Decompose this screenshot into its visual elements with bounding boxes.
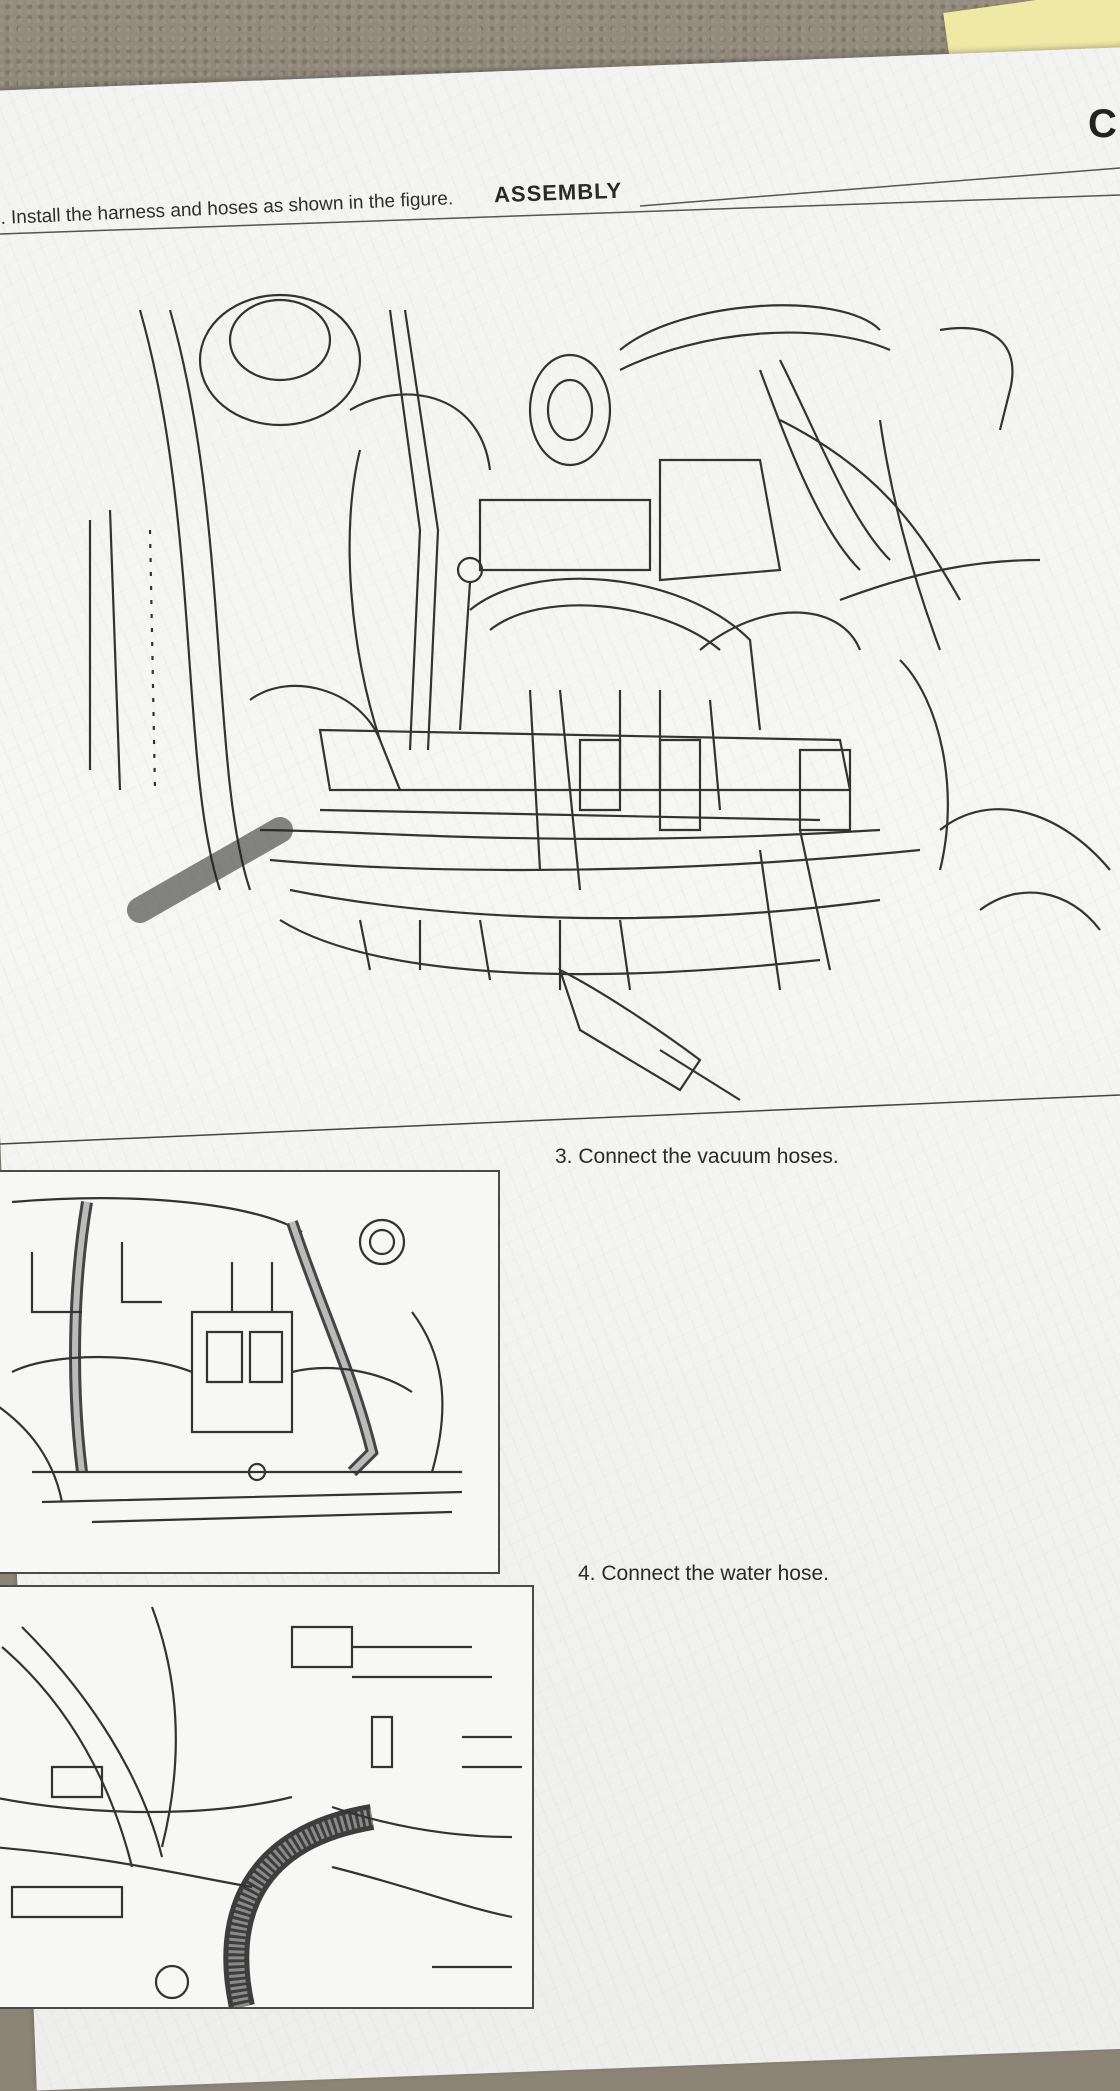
harness-and-hoses-figure [60,270,1120,1110]
step-3-text: 3. Connect the vacuum hoses. [555,1145,839,1168]
page-letter: C [1088,102,1117,146]
vacuum-hoses-figure [0,1170,500,1574]
step-4-text: 4. Connect the water hose. [578,1562,829,1585]
water-hose-figure [0,1585,534,2009]
